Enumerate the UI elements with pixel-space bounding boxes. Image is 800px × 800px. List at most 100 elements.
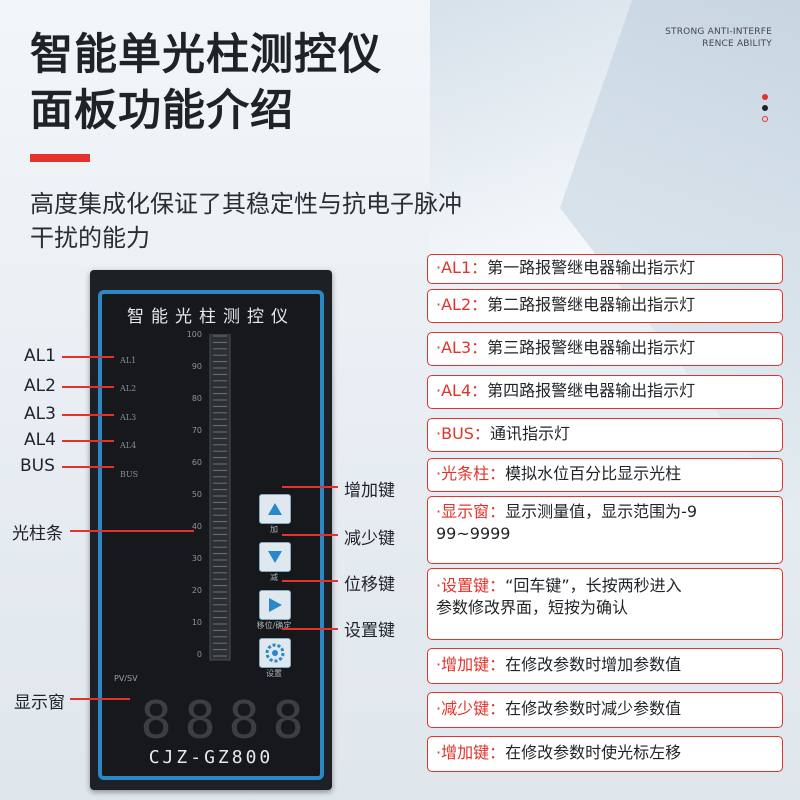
- legend-item-set: ·设置键：“回车键”，长按两秒进入参数修改界面，短按为确认: [427, 568, 783, 640]
- decor-dots: [762, 94, 768, 127]
- callout-bar: 光柱条: [12, 524, 63, 544]
- triangle-down-icon: [268, 551, 282, 563]
- shift-button[interactable]: [259, 590, 291, 620]
- callout-line: [282, 580, 338, 582]
- led-label-al4: AL4: [120, 441, 137, 450]
- scale-label: 100: [186, 330, 202, 339]
- legend-key: ·AL1：: [436, 258, 488, 277]
- callout-al3: AL3: [24, 404, 56, 424]
- gear-icon: [265, 643, 285, 663]
- display-digit: 8: [272, 691, 304, 751]
- callout-display: 显示窗: [14, 693, 65, 713]
- down-button-label: 减: [270, 573, 278, 582]
- legend-item-display: ·显示窗：显示测量值，显示范围为-9 99~9999: [427, 496, 783, 564]
- subtitle-line2: 干扰的能力: [30, 224, 150, 252]
- legend-text: 在修改参数时增加参数值: [505, 655, 682, 674]
- led-label-al3: AL3: [120, 413, 137, 422]
- legend-key: ·减少键：: [436, 699, 506, 718]
- callout-line: [282, 486, 338, 488]
- scale-label: 10: [191, 618, 202, 627]
- scale-labels: 100 90 80 70 60 50 40 30 20 10 0: [186, 330, 306, 662]
- callout-line: [62, 386, 114, 388]
- scale-label: 0: [196, 650, 202, 659]
- led-label-bus: BUS: [120, 470, 139, 479]
- callout-line: [62, 356, 114, 358]
- callout-line: [70, 530, 194, 532]
- legend-text: 显示测量值，显示范围为-9: [505, 502, 698, 521]
- legend-key: ·增加键：: [436, 743, 506, 762]
- legend-key: ·增加键：: [436, 655, 506, 674]
- scale-label: 60: [191, 458, 202, 467]
- legend-text: 第二路报警继电器输出指示灯: [487, 295, 696, 314]
- scale-label: 20: [191, 586, 202, 595]
- legend-key: ·显示窗：: [436, 502, 506, 521]
- led-label-al2: AL2: [120, 384, 137, 393]
- legend-key: ·设置键：: [436, 576, 506, 595]
- shift-button-label: 移位/确定: [256, 621, 292, 630]
- legend-item-bar: ·光条柱：模拟水位百分比显示光柱: [427, 458, 783, 492]
- legend-item-bus: ·BUS：通讯指示灯: [427, 418, 783, 452]
- display-digit: 8: [184, 691, 216, 751]
- scale-label: 40: [191, 522, 202, 531]
- device-model: CJZ-GZ800: [148, 747, 274, 768]
- light-bar: [209, 334, 231, 661]
- legend-key: ·BUS：: [436, 424, 490, 443]
- legend-text: 在修改参数时减少参数值: [505, 699, 682, 718]
- scale-label: 70: [191, 426, 202, 435]
- display-digit: 8: [228, 691, 260, 751]
- legend-text: 通讯指示灯: [489, 424, 570, 443]
- legend-text: 第一路报警继电器输出指示灯: [487, 258, 696, 277]
- ring-icon: [762, 116, 768, 122]
- legend-text: 第三路报警继电器输出指示灯: [487, 338, 696, 357]
- legend-item-down: ·减少键：在修改参数时减少参数值: [427, 692, 783, 728]
- scale-label: 30: [191, 554, 202, 563]
- up-button[interactable]: [259, 494, 291, 524]
- callout-shift: 位移键: [344, 575, 395, 595]
- triangle-up-icon: [268, 503, 282, 515]
- set-button-label: 设置: [266, 669, 282, 678]
- legend-key: ·AL2：: [436, 295, 488, 314]
- legend-key: ·AL3：: [436, 338, 488, 357]
- tagline-line1: STRONG ANTI-INTERFE: [665, 27, 772, 37]
- legend-text-cont: 99~9999: [436, 524, 511, 543]
- legend-item-al2: ·AL2：第二路报警继电器输出指示灯: [427, 289, 783, 323]
- callout-down: 减少键: [344, 529, 395, 549]
- callout-line: [282, 534, 338, 536]
- pvsv-label: PV/SV: [114, 674, 138, 683]
- callout-bus: BUS: [20, 456, 55, 476]
- legend-text: 在修改参数时使光标左移: [505, 743, 682, 762]
- legend-text: 模拟水位百分比显示光柱: [505, 464, 682, 483]
- legend-key: ·光条柱：: [436, 464, 506, 483]
- legend-item-al4: ·AL4：第四路报警继电器输出指示灯: [427, 375, 783, 409]
- device-title: 智能光柱测控仪: [127, 307, 295, 327]
- led-label-al1: AL1: [120, 356, 137, 365]
- title-underline: [30, 154, 90, 162]
- callout-set: 设置键: [344, 621, 395, 641]
- display-digit: 8: [140, 691, 172, 751]
- triangle-right-icon: [269, 598, 282, 612]
- scale-label: 80: [191, 394, 202, 403]
- tagline-line2: RENCE ABILITY: [702, 39, 772, 49]
- page-title-line2: 面板功能介绍: [30, 86, 294, 136]
- callout-al4: AL4: [24, 430, 56, 450]
- legend-item-al1: ·AL1：第一路报警继电器输出指示灯: [427, 254, 783, 284]
- legend-key: ·AL4：: [436, 381, 488, 400]
- callout-line: [62, 440, 114, 442]
- callout-up: 增加键: [344, 481, 395, 501]
- scale-label: 90: [191, 362, 202, 371]
- callout-line: [70, 698, 130, 700]
- callout-line: [282, 628, 338, 630]
- subtitle-line1: 高度集成化保证了其稳定性与抗电子脉冲: [30, 190, 462, 218]
- legend-text-cont: 参数修改界面，短按为确认: [436, 598, 629, 617]
- tagline: STRONG ANTI-INTERFE RENCE ABILITY: [665, 26, 772, 50]
- legend-item-al3: ·AL3：第三路报警继电器输出指示灯: [427, 332, 783, 366]
- scale-label: 50: [191, 490, 202, 499]
- set-button[interactable]: [259, 638, 291, 668]
- legend-text: 第四路报警继电器输出指示灯: [487, 381, 696, 400]
- legend-text: “回车键”，长按两秒进入: [505, 576, 682, 595]
- down-button[interactable]: [259, 542, 291, 572]
- page-title-line1: 智能单光柱测控仪: [30, 30, 382, 80]
- dot-icon: [762, 105, 768, 111]
- legend-item-up: ·增加键：在修改参数时增加参数值: [427, 648, 783, 684]
- callout-line: [62, 466, 114, 468]
